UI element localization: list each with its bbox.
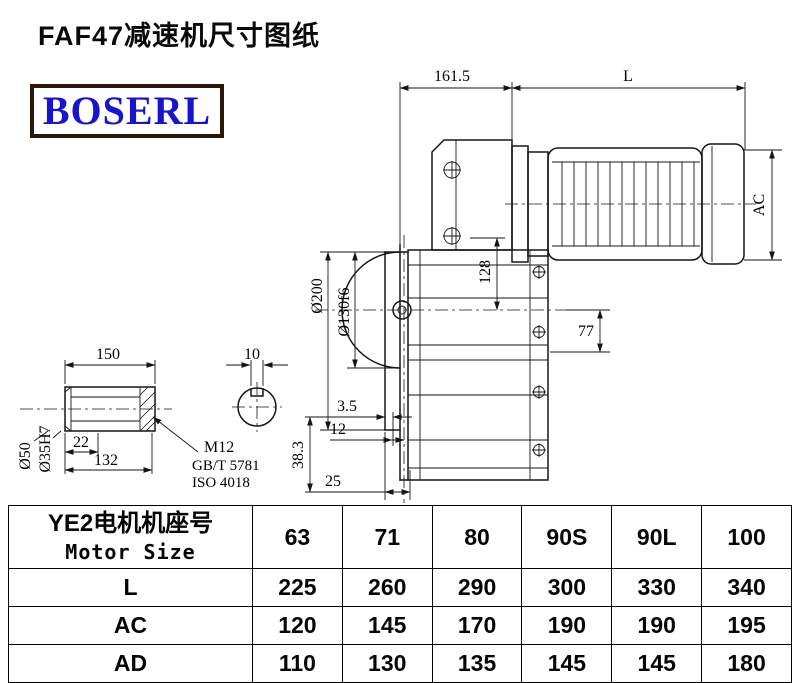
dim-25-label: 25 <box>325 473 341 490</box>
ac-dimension: AC <box>744 149 782 261</box>
dim-L-label: L <box>623 68 633 85</box>
table-row-L: L 225 260 290 300 330 340 <box>8 568 792 607</box>
housing-outline <box>407 249 549 481</box>
keyway-section: 10 <box>226 346 288 432</box>
motor-size-col-80: 80 <box>431 505 523 569</box>
motor-size-col-90L: 90L <box>611 505 703 569</box>
row-label-AD: AD <box>8 644 253 683</box>
page-title: FAF47减速机尺寸图纸 <box>38 21 321 51</box>
table-cell: 145 <box>341 606 433 645</box>
table-cell: 130 <box>341 644 433 683</box>
dim-12-label: 12 <box>330 421 346 438</box>
table-cell: 290 <box>431 568 523 607</box>
center-height-dimension: 128 <box>470 237 505 311</box>
shaft-detail: 150 22 132 Ø50 Ø35H7 M12 GB/T 5781 ISO 4… <box>17 346 260 491</box>
dim-AC-label: AC <box>751 194 768 216</box>
standard-iso-label: ISO 4018 <box>192 475 250 491</box>
table-header-row: YE2电机机座号 Motor Size 63 71 80 90S 90L 100 <box>8 505 792 569</box>
dim-38-3-label: 38.3 <box>290 441 307 469</box>
table-cell: 145 <box>611 644 703 683</box>
dim-22-label: 22 <box>73 434 89 451</box>
table-cell: 330 <box>611 568 703 607</box>
table-cell: 260 <box>341 568 433 607</box>
motor-size-col-100: 100 <box>701 505 792 569</box>
table-cell: 145 <box>521 644 613 683</box>
dim-132-label: 132 <box>94 452 118 469</box>
flange-outline <box>315 235 566 503</box>
motor-dimension-table: YE2电机机座号 Motor Size 63 71 80 90S 90L 100… <box>8 505 792 683</box>
table-cell: 190 <box>521 606 613 645</box>
motor-size-col-90S: 90S <box>521 505 613 569</box>
row-label-AC: AC <box>8 606 253 645</box>
gearhead-outline <box>431 139 513 251</box>
dim-spigot-label: Ø130f6 <box>336 288 353 337</box>
table-cell: 135 <box>431 644 523 683</box>
table-cell: 120 <box>252 606 343 645</box>
table-row-AC: AC 120 145 170 190 190 195 <box>8 606 792 645</box>
motor-size-header-en: Motor Size <box>65 540 196 564</box>
thread-callout-label: M12 <box>204 439 234 456</box>
dim-flange-od-label: Ø200 <box>309 278 326 314</box>
table-row-AD: AD 110 130 135 145 145 180 <box>8 644 792 683</box>
top-dimensions: 161.5 L <box>399 68 746 245</box>
technical-drawing: 161.5 L AC <box>17 68 782 503</box>
table-cell: 340 <box>701 568 792 607</box>
table-cell: 190 <box>611 606 703 645</box>
table-cell: 180 <box>701 644 792 683</box>
motor-size-col-71: 71 <box>341 505 433 569</box>
motor-size-col-63: 63 <box>252 505 343 569</box>
standard-gb-label: GB/T 5781 <box>192 458 260 474</box>
motor-size-header-cell: YE2电机机座号 Motor Size <box>8 505 253 569</box>
dim-77-label: 77 <box>578 323 594 340</box>
table-cell: 110 <box>252 644 343 683</box>
table-cell: 195 <box>701 606 792 645</box>
table-cell: 300 <box>521 568 613 607</box>
flange-diameter-dimensions: Ø130f6 Ø200 <box>309 251 396 431</box>
bottom-dimensions: 3.5 12 25 38.3 <box>290 398 412 500</box>
dim-77-group: 77 <box>550 309 610 353</box>
dim-161-5-label: 161.5 <box>434 68 470 85</box>
brand-logo-text: BOSERL <box>42 88 212 133</box>
row-label-L: L <box>8 568 253 607</box>
motor-size-header-cn: YE2电机机座号 <box>47 510 214 537</box>
dim-bore-label: Ø35H7 <box>37 425 54 472</box>
dim-3-5-label: 3.5 <box>337 398 357 415</box>
dim-10-label: 10 <box>244 346 260 363</box>
motor-outline <box>505 143 756 265</box>
table-cell: 170 <box>431 606 523 645</box>
dim-shaft-od-label: Ø50 <box>17 442 34 470</box>
table-cell: 225 <box>252 568 343 607</box>
dim-150-label: 150 <box>96 346 120 363</box>
dim-128-label: 128 <box>477 260 494 284</box>
brand-logo-box: BOSERL <box>30 84 224 138</box>
